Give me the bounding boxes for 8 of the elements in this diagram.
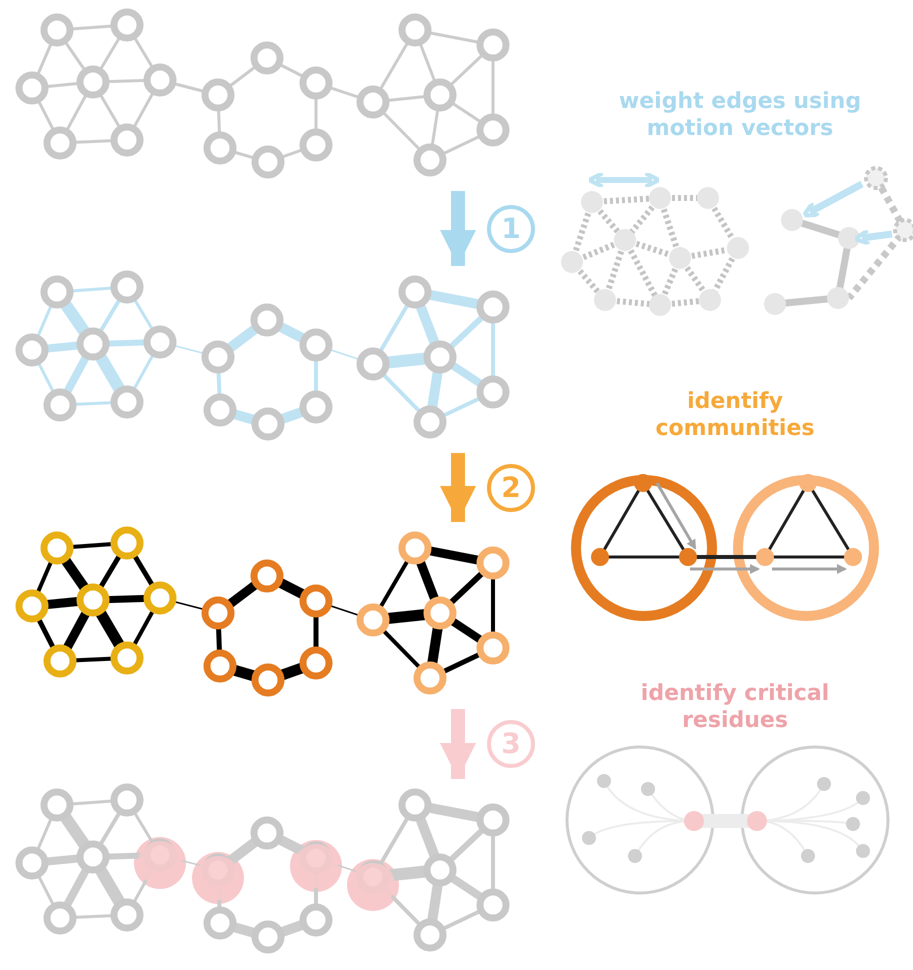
step-number: 2: [487, 464, 535, 512]
step-arrow: [440, 191, 476, 266]
step-heading: weight edges using motion vectors: [618, 88, 862, 142]
step-heading: identify communities: [654, 388, 816, 442]
step-heading: identify critical residues: [640, 680, 830, 734]
step-arrow: [440, 453, 476, 522]
step-number: 1: [487, 204, 535, 252]
step-arrow: [440, 709, 476, 779]
